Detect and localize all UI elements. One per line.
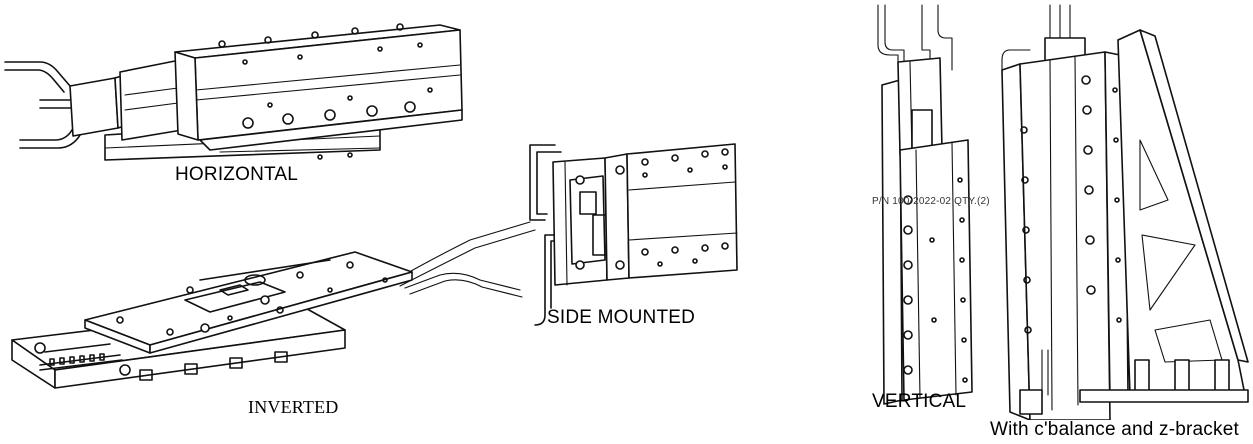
- label-horizontal: HORIZONTAL: [175, 164, 299, 185]
- inverted-stage-drawing: INVERTED: [0, 220, 540, 444]
- label-inverted: INVERTED: [248, 397, 339, 417]
- part-number-text: P/N 100-2022-02 QTY.(2): [872, 196, 990, 207]
- label-side-mounted: SIDE MOUNTED: [547, 307, 696, 328]
- side-mounted-stage-drawing: SIDE MOUNTED: [525, 140, 755, 340]
- vertical-counterbalance-zbracket-drawing: With c'balance and z-bracket: [990, 0, 1253, 444]
- label-vertical-note: With c'balance and z-bracket: [990, 419, 1239, 440]
- vertical-stage-drawing: P/N 100-2022-02 QTY.(2) VERTICAL: [860, 0, 990, 444]
- label-vertical: VERTICAL: [872, 391, 967, 412]
- horizontal-stage-drawing: HORIZONTAL: [0, 0, 470, 185]
